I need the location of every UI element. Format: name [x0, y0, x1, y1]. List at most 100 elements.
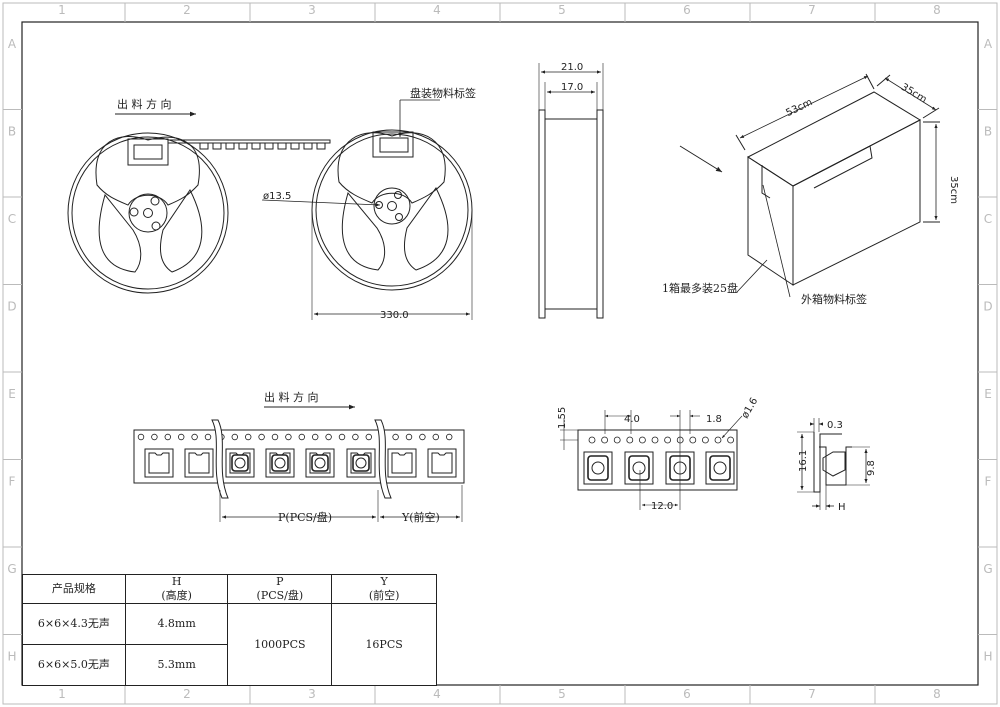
tape-detail-holes — [588, 436, 734, 444]
hole-dia-dim: ø1.6 — [740, 396, 761, 421]
zone-letter: G — [7, 562, 16, 576]
header-h: H(高度) — [124, 574, 229, 604]
leader-pocket — [303, 142, 313, 150]
leader-pocket — [277, 142, 287, 150]
row-height: 5.3mm — [124, 644, 229, 686]
spec-table: 产品规格 H(高度) P(PCS/盘) Y(前空) 6×6×4.3无声 4.8m… — [22, 574, 437, 686]
tape-pockets — [144, 448, 457, 478]
sprocket-hole — [298, 433, 305, 441]
zone-number: 7 — [808, 687, 816, 701]
header-p: P(PCS/盘) — [227, 574, 333, 604]
sprocket-hole — [177, 433, 185, 441]
leader-pocket — [238, 142, 248, 150]
detail-sprocket-hole — [727, 436, 734, 444]
zone-ticks — [3, 3, 997, 704]
tape-leader-pockets — [199, 142, 326, 150]
zone-letter: D — [7, 300, 16, 314]
zone-letter: E — [984, 387, 992, 401]
detail-sprocket-hole — [588, 436, 596, 444]
tape-pocket — [427, 448, 457, 478]
y-value-cell: 16PCS — [331, 603, 437, 686]
reel-side-view — [538, 63, 604, 319]
tape-pocket — [265, 448, 295, 478]
sprocket-hole — [285, 433, 292, 441]
zone-letter: C — [984, 212, 992, 226]
detail-sprocket-hole — [714, 436, 722, 444]
box-length-dim: 53cm — [784, 97, 814, 119]
switch-button — [274, 457, 286, 469]
zone-number: 3 — [308, 3, 316, 17]
zone-letter: C — [8, 212, 16, 226]
leader-pocket — [264, 142, 274, 150]
sprocket-hole — [405, 433, 413, 441]
switch-button — [355, 457, 367, 469]
hub-diameter-leader — [261, 199, 381, 207]
sprocket-hole — [446, 433, 453, 441]
tape-detail-dimensions — [560, 410, 743, 510]
sprocket-offset-dim: 1.55 — [557, 407, 568, 429]
zone-number: 1 — [58, 3, 66, 17]
tape-pocket — [144, 448, 174, 478]
box-depth-dim-line — [884, 77, 937, 111]
header-spec: 产品规格 — [22, 574, 126, 604]
feed-direction-label-tape: 出 料 方 向 — [264, 390, 319, 404]
zone-number: 2 — [183, 687, 191, 701]
hole-gap-dim: 1.8 — [706, 414, 722, 425]
height-h-dim: H — [838, 502, 846, 513]
zone-number: 5 — [558, 3, 566, 17]
pocket-pitch-dim: 12.0 — [651, 501, 673, 512]
sprocket-hole — [204, 433, 212, 441]
zone-number: 3 — [308, 687, 316, 701]
sprocket-hole — [325, 433, 332, 441]
reel-outer-width-dim: 21.0 — [561, 62, 583, 73]
zone-number: 1 — [58, 687, 66, 701]
p-value-cell: 1000PCS — [227, 603, 333, 686]
switch-component — [271, 454, 289, 472]
pitch-p-dim: P(PCS/盘) — [278, 510, 332, 524]
box-label-leader — [762, 184, 791, 298]
pocket-recess — [269, 452, 291, 474]
box-height-dim: 35cm — [948, 176, 959, 204]
zone-letter: B — [8, 125, 16, 139]
detail-switch — [587, 455, 609, 481]
detail-sprocket-hole — [702, 436, 709, 444]
reel-left — [67, 132, 331, 294]
pocket-recess — [229, 452, 251, 474]
zone-letter: B — [984, 125, 992, 139]
table-row: 6×6×4.3无声 4.8mm 1000PCS 16PCS — [22, 603, 437, 686]
leader-pocket — [199, 142, 209, 150]
tape-pocket — [184, 448, 214, 478]
detail-switch-button — [713, 461, 727, 475]
switch-component — [311, 454, 329, 472]
zone-letter: A — [8, 37, 17, 51]
row-spec: 6×6×4.3无声 — [22, 603, 126, 645]
sprocket-hole — [258, 433, 265, 441]
tape-sprocket-holes — [137, 433, 453, 441]
sprocket-hole — [432, 433, 439, 441]
tape-pocket — [387, 448, 417, 478]
detail-sprocket-hole — [689, 436, 697, 444]
zone-number: 5 — [558, 687, 566, 701]
detail-sprocket-hole — [651, 436, 659, 444]
leader-pocket — [316, 142, 326, 150]
sprocket-hole — [392, 433, 399, 441]
zone-letter: E — [8, 387, 16, 401]
zone-letter: H — [983, 650, 992, 664]
zone-letter: F — [985, 475, 992, 489]
zone-letter: G — [983, 562, 992, 576]
pocket-recess — [148, 452, 170, 474]
pocket-recess — [431, 452, 453, 474]
detail-sprocket-hole — [639, 436, 646, 444]
pocket-depth-dim: 9.8 — [866, 460, 877, 476]
sprocket-hole — [231, 433, 238, 441]
detail-switch — [709, 455, 731, 481]
pocket-recess — [391, 452, 413, 474]
zone-number: 7 — [808, 3, 816, 17]
tape-break-marks — [211, 419, 392, 499]
reel-diameter-dim: 330.0 — [380, 310, 409, 321]
feed-direction-label-top: 出 料 方 向 — [117, 97, 172, 111]
tape-pocket — [225, 448, 255, 478]
zone-number: 4 — [433, 3, 441, 17]
sprocket-hole — [191, 433, 198, 441]
